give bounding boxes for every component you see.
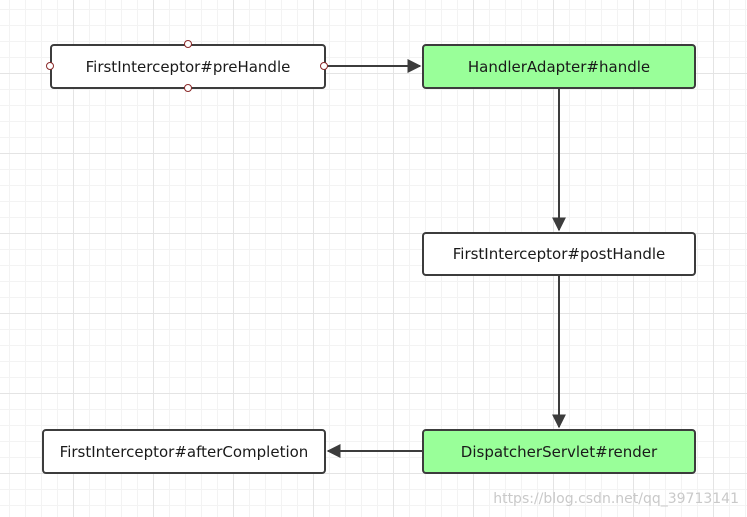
node-handleradapter-label: HandlerAdapter#handle <box>467 57 651 76</box>
node-handleradapter[interactable]: HandlerAdapter#handle <box>422 44 696 89</box>
watermark-text: https://blog.csdn.net/qq_39713141 <box>493 491 739 507</box>
connection-handle-top[interactable] <box>184 40 192 48</box>
connection-handle-left[interactable] <box>46 62 54 70</box>
node-aftercompletion-label: FirstInterceptor#afterCompletion <box>59 442 309 461</box>
node-aftercompletion[interactable]: FirstInterceptor#afterCompletion <box>42 429 326 474</box>
node-dispatcherrender-label: DispatcherServlet#render <box>460 442 658 461</box>
connection-handle-bottom[interactable] <box>184 84 192 92</box>
node-posthandle[interactable]: FirstInterceptor#postHandle <box>422 232 696 276</box>
node-posthandle-label: FirstInterceptor#postHandle <box>452 245 666 263</box>
node-dispatcherrender[interactable]: DispatcherServlet#render <box>422 429 696 474</box>
node-prehandle-label: FirstInterceptor#preHandle <box>85 57 291 76</box>
node-prehandle[interactable]: FirstInterceptor#preHandle <box>50 44 326 89</box>
connection-handle-right[interactable] <box>320 62 328 70</box>
